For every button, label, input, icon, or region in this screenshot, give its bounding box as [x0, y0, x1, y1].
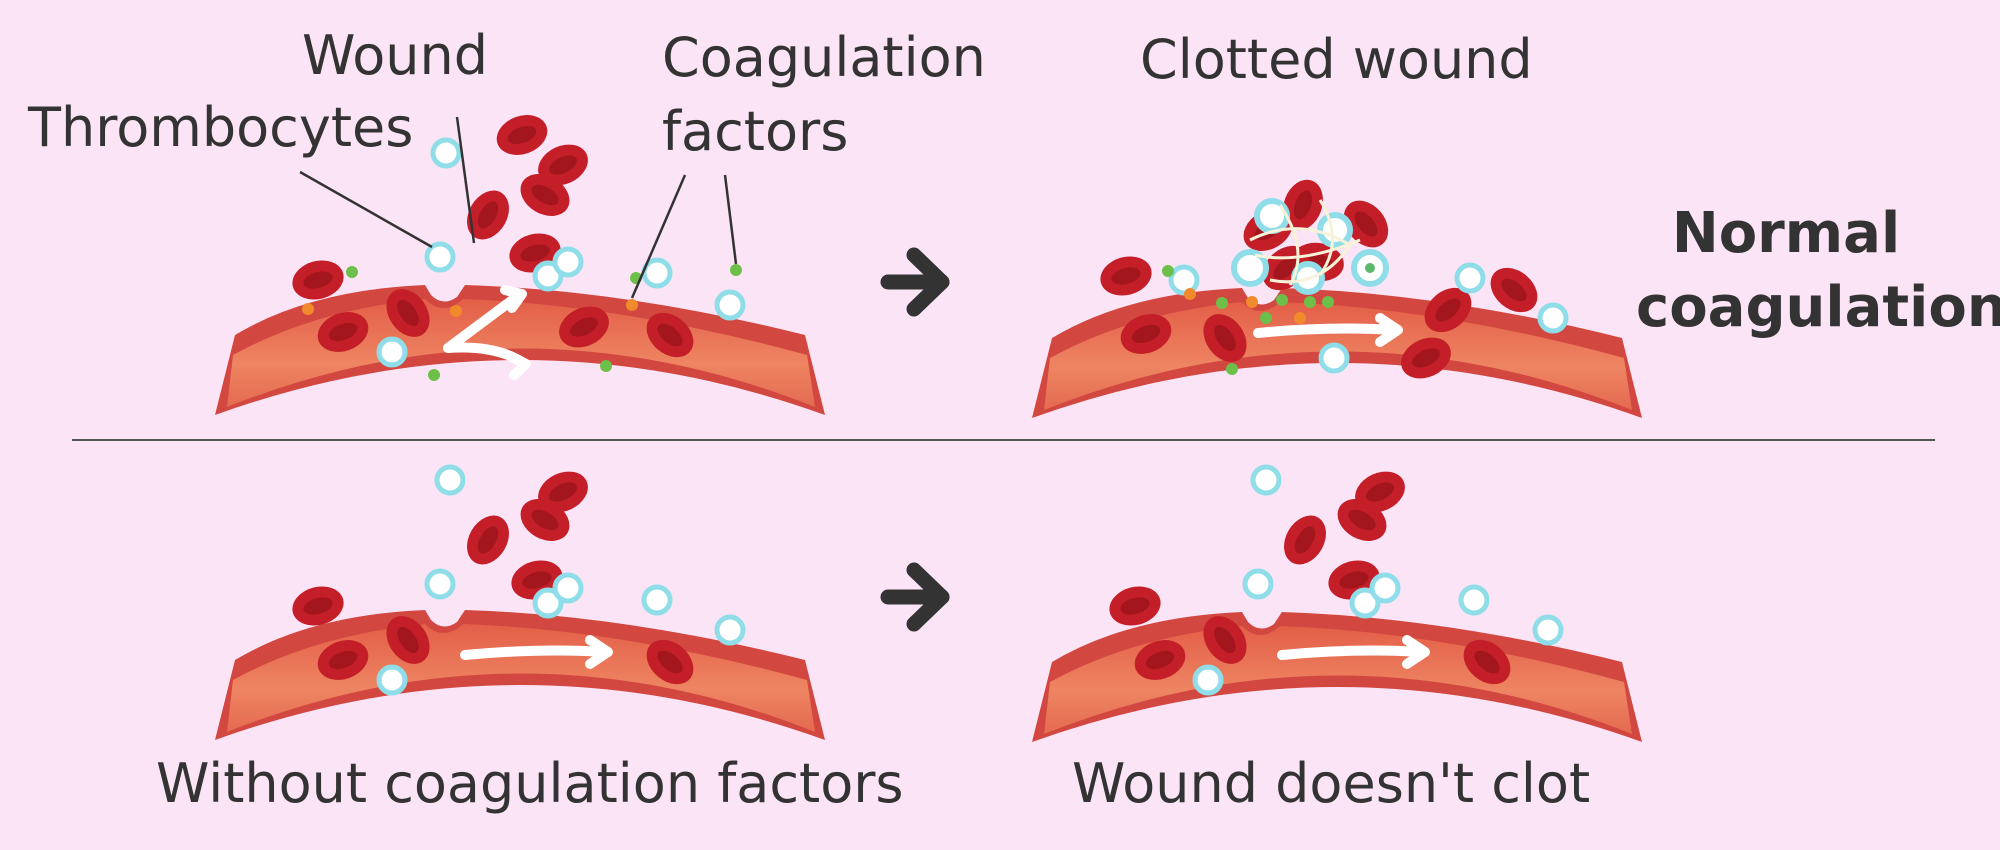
flow-arrow-icon — [1253, 313, 1403, 347]
escaping-cells-bottom-left — [427, 463, 595, 616]
clot-cluster — [1231, 174, 1398, 300]
arrow-right-icon — [880, 247, 950, 317]
label-coagulation-factors-line1: Coagulation — [662, 26, 986, 89]
vessel-contents-normal — [287, 254, 743, 381]
arrow-right-icon — [880, 562, 950, 632]
escaping-cells-bottom-right — [1245, 463, 1412, 616]
label-coagulation-factors-line2: factors — [662, 100, 849, 163]
label-wound-doesnt-clot: Wound doesn't clot — [1072, 752, 1591, 815]
label-without-coagulation-factors: Without coagulation factors — [156, 752, 904, 815]
pointer-lines — [299, 116, 738, 299]
flow-arrow-icon — [460, 635, 613, 669]
vessel-contents-clotted — [1095, 250, 1566, 387]
label-clotted-wound: Clotted wound — [1140, 28, 1533, 91]
label-normal-coagulation-line1: Normal — [1671, 201, 1901, 266]
flow-arrow-icon — [1277, 635, 1430, 669]
label-wound: Wound — [302, 24, 488, 87]
label-normal-coagulation-line2: coagulation — [1636, 275, 2000, 340]
escaping-cells-top-left — [427, 108, 595, 289]
label-thrombocytes: Thrombocytes — [28, 96, 414, 159]
